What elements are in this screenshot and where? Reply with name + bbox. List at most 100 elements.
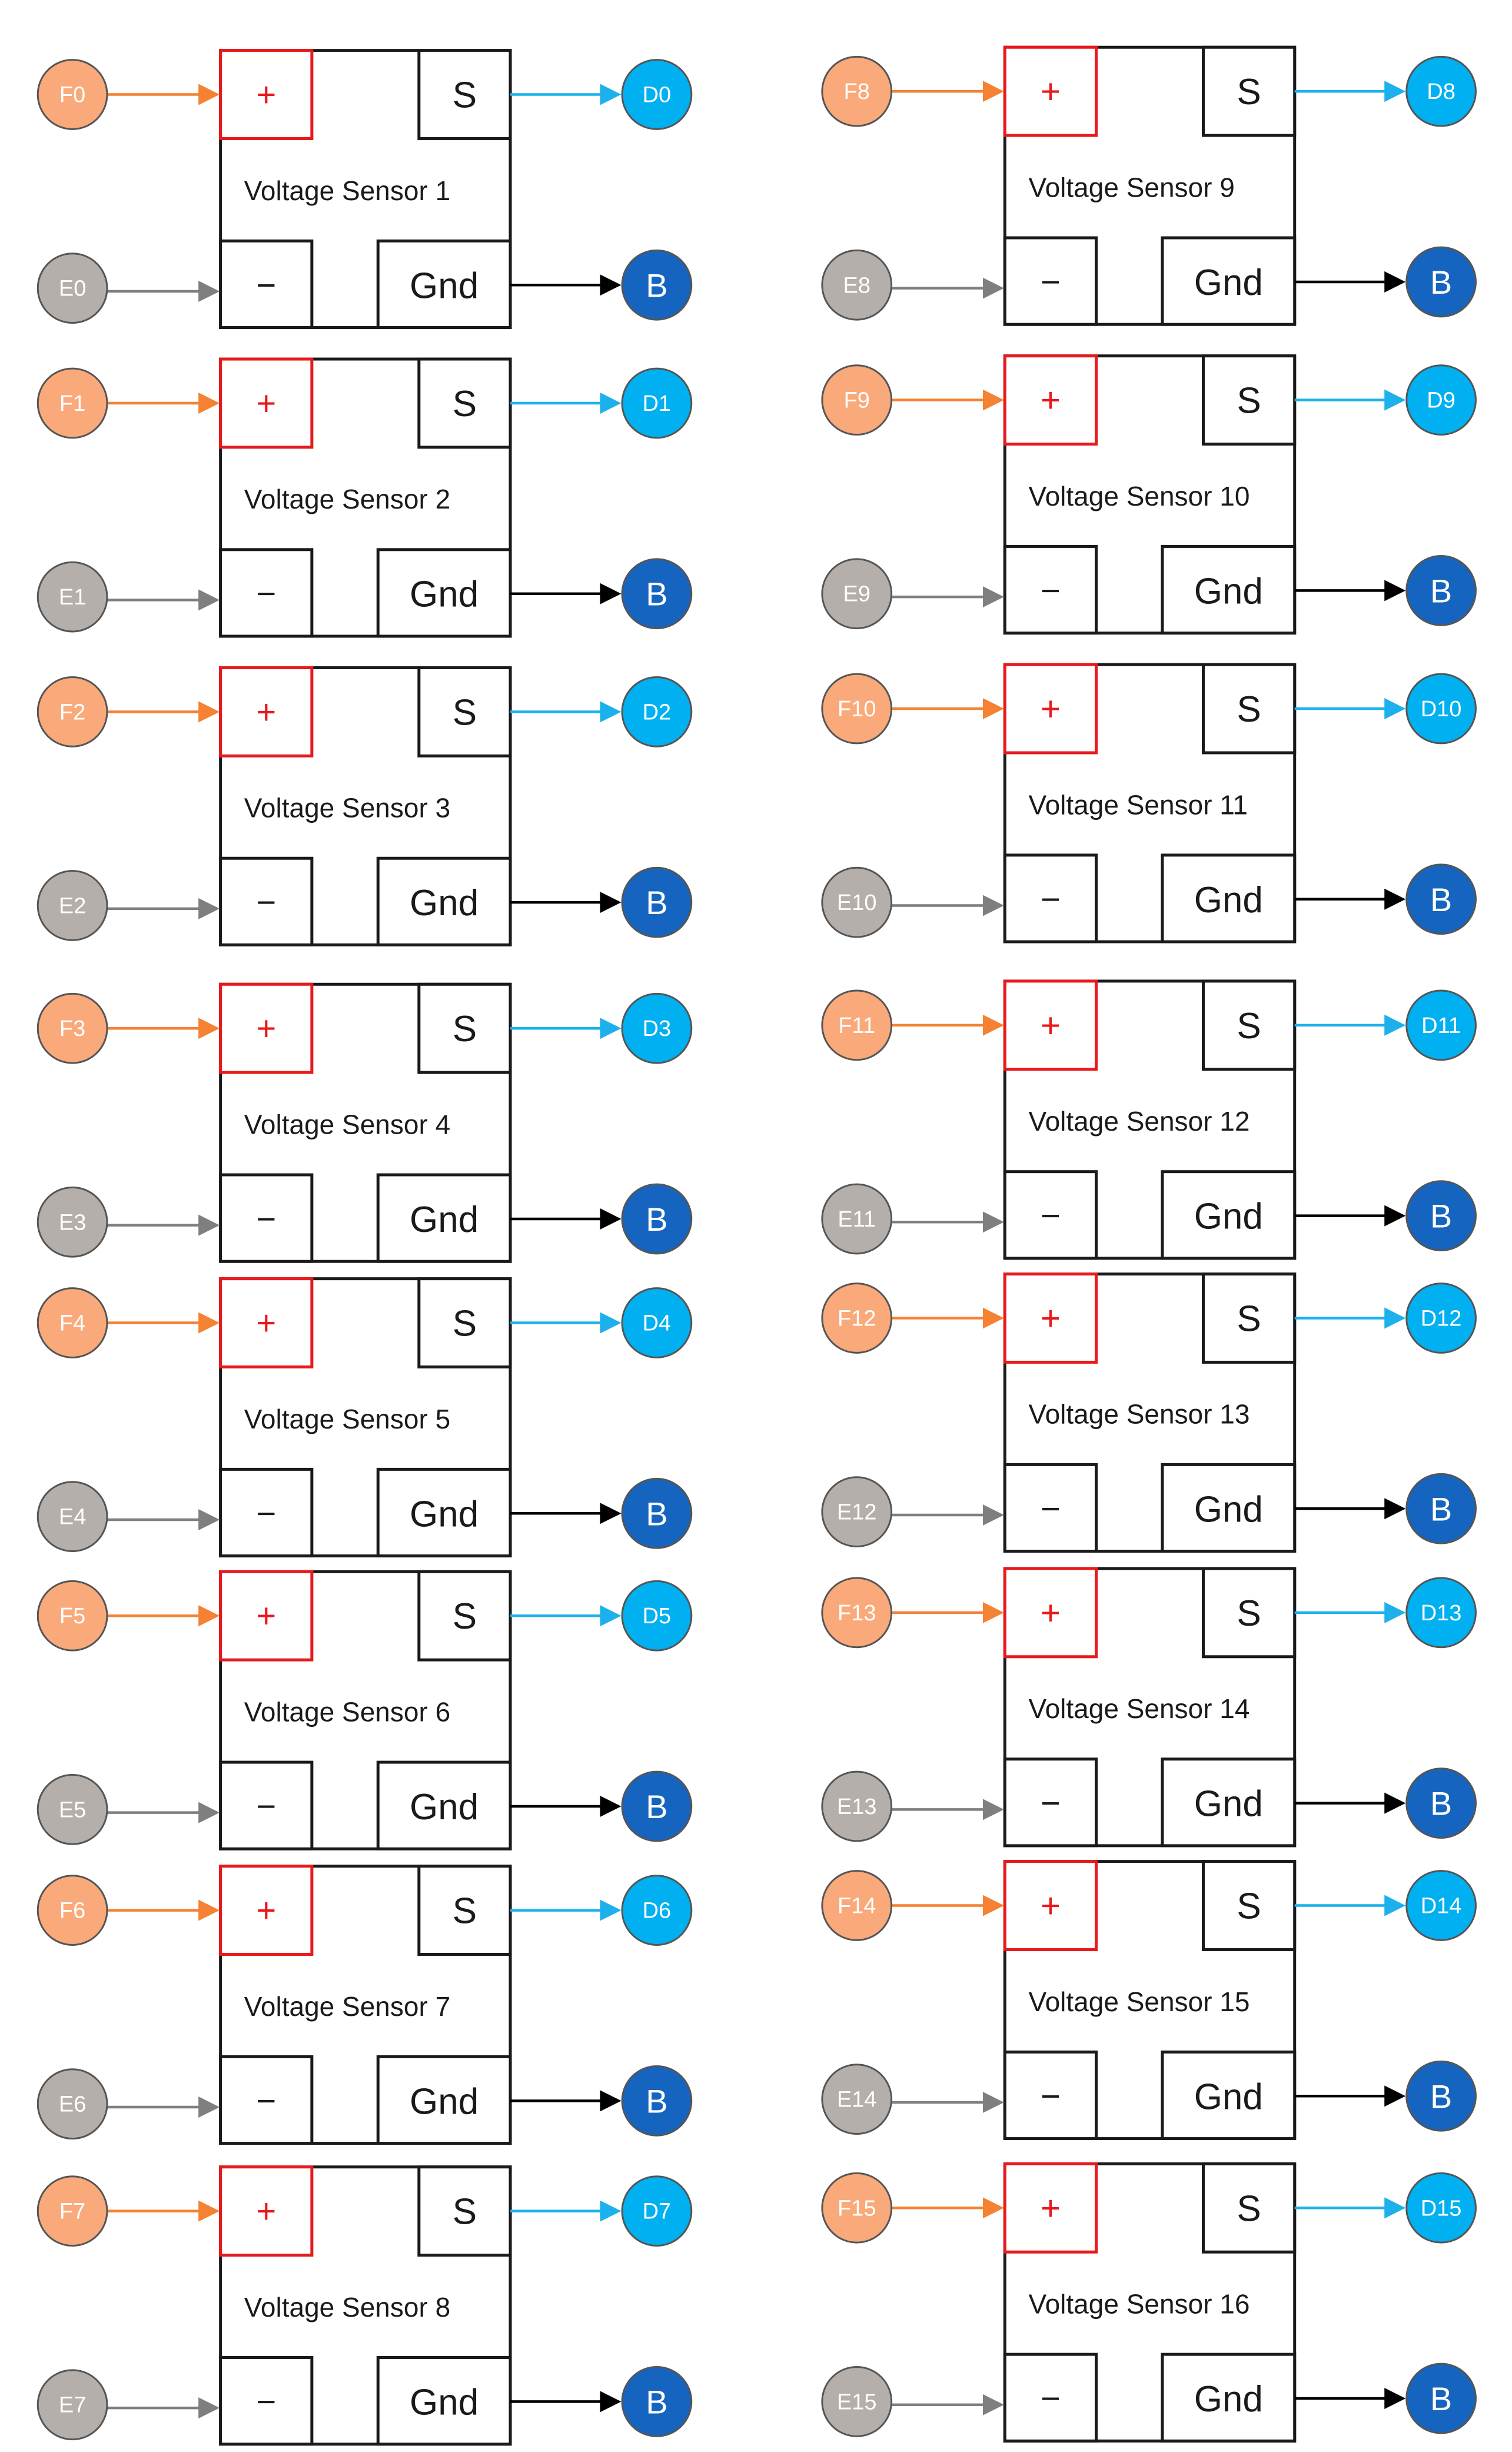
signal-terminal-label: S: [1237, 1886, 1261, 1927]
minus-terminal: [219, 239, 314, 330]
negative-node: [821, 1476, 893, 1548]
minus-terminal-label: −: [256, 266, 276, 304]
ground-bus-node: [1405, 1180, 1477, 1251]
plus-terminal-label: +: [1041, 1594, 1061, 1632]
ground-terminal-label: Gnd: [410, 265, 478, 306]
minus-terminal: [219, 856, 314, 946]
minus-terminal-label: −: [1041, 881, 1061, 919]
signal-terminal-label: S: [453, 2192, 477, 2232]
plus-terminal: [219, 357, 314, 449]
signal-terminal: [1201, 45, 1297, 137]
negative-node-label: E7: [59, 2393, 86, 2418]
signal-output-node: [1405, 2172, 1477, 2244]
minus-terminal: [219, 548, 314, 638]
signal-terminal: [1201, 2162, 1297, 2254]
input-node: [821, 989, 893, 1061]
plus-terminal-label: +: [1041, 1300, 1061, 1338]
negative-node: [821, 2366, 893, 2437]
signal-terminal: [417, 2165, 512, 2257]
plus-terminal-label: +: [256, 2192, 276, 2231]
minus-terminal: [1003, 544, 1098, 635]
signal-output-node: [621, 367, 693, 439]
input-node: [821, 673, 893, 745]
minus-terminal-label: −: [1041, 2380, 1061, 2418]
plus-terminal: [219, 2165, 314, 2257]
negative-node: [36, 1186, 108, 1258]
ground-bus-label: B: [646, 2383, 667, 2420]
plus-terminal-label: +: [256, 1597, 276, 1635]
ground-terminal-label: Gnd: [410, 1200, 478, 1240]
minus-terminal: [219, 1760, 314, 1850]
minus-terminal-label: −: [256, 2383, 276, 2421]
ground-bus-label: B: [1430, 881, 1452, 918]
plus-terminal: [1003, 979, 1098, 1071]
signal-output-node: [1405, 673, 1477, 745]
ground-terminal-label: Gnd: [1194, 1197, 1263, 1237]
plus-terminal: [219, 1865, 314, 1956]
plus-terminal: [1003, 663, 1098, 755]
negative-node-label: E6: [59, 2092, 86, 2117]
signal-output-label: D6: [643, 1899, 672, 1923]
signal-terminal-label: S: [453, 75, 477, 116]
ground-bus-node: [1405, 1473, 1477, 1544]
minus-terminal-label: −: [1041, 1490, 1061, 1528]
ground-terminal: [376, 239, 512, 330]
negative-node-label: E0: [59, 277, 86, 301]
input-node-label: F0: [59, 83, 85, 108]
ground-bus-node: [1405, 863, 1477, 935]
signal-output-label: D11: [1421, 1014, 1461, 1038]
signal-terminal: [417, 982, 512, 1074]
signal-terminal: [417, 1277, 512, 1368]
negative-node-label: E3: [59, 1210, 86, 1235]
plus-terminal-label: +: [256, 384, 276, 423]
plus-terminal: [219, 49, 314, 140]
ground-bus-label: B: [1430, 1490, 1452, 1527]
plus-terminal-label: +: [1041, 72, 1061, 111]
signal-terminal-label: S: [453, 1009, 477, 1049]
input-node-label: F1: [59, 391, 85, 416]
ground-terminal: [1161, 853, 1297, 943]
signal-output-node: [1405, 1870, 1477, 1941]
plus-terminal-label: +: [1041, 381, 1061, 420]
negative-node: [821, 558, 893, 630]
plus-terminal: [1003, 354, 1098, 446]
ground-terminal-label: Gnd: [1194, 880, 1263, 921]
minus-terminal-label: −: [1041, 1197, 1061, 1235]
minus-terminal: [1003, 2353, 1098, 2443]
minus-terminal-label: −: [256, 883, 276, 922]
input-node-label: F3: [59, 1016, 85, 1041]
signal-output-label: D9: [1427, 388, 1455, 413]
input-node-label: F12: [838, 1307, 876, 1331]
ground-terminal-label: Gnd: [1194, 571, 1263, 612]
ground-bus-node: [621, 558, 693, 630]
input-node: [821, 1870, 893, 1941]
ground-terminal-label: Gnd: [410, 2081, 478, 2122]
ground-bus-node: [1405, 2060, 1477, 2132]
negative-node: [821, 249, 893, 321]
minus-terminal-label: −: [256, 1200, 276, 1238]
signal-output-node: [1405, 989, 1477, 1061]
signal-output-node: [621, 992, 693, 1064]
signal-terminal: [417, 1865, 512, 1956]
ground-bus-label: B: [646, 267, 667, 304]
input-node-label: F2: [59, 700, 85, 725]
ground-bus-label: B: [1430, 2380, 1452, 2417]
negative-node-label: E9: [843, 582, 870, 607]
ground-bus-node: [621, 2065, 693, 2137]
ground-terminal: [376, 2355, 512, 2446]
negative-node: [821, 866, 893, 938]
input-node: [821, 364, 893, 436]
input-node-label: F5: [59, 1604, 85, 1629]
sensor-name: Voltage Sensor 6: [244, 1696, 450, 1727]
negative-node: [821, 1770, 893, 1842]
ground-bus-label: B: [646, 1495, 667, 1532]
ground-terminal-label: Gnd: [410, 1494, 478, 1534]
input-node-label: F9: [844, 388, 870, 413]
signal-output-node: [621, 1875, 693, 1946]
